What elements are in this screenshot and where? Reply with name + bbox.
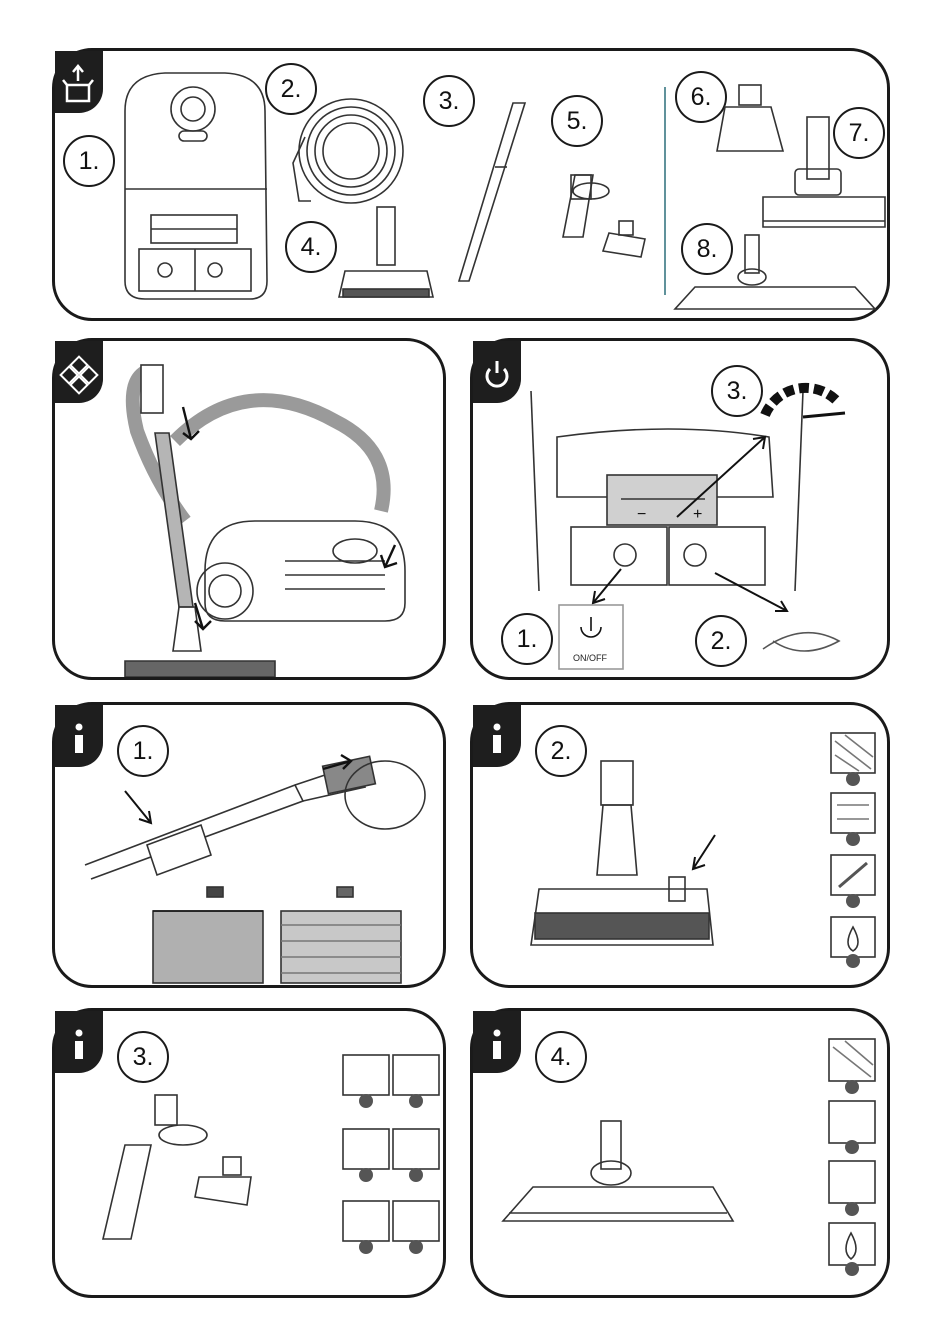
- small-nozzles-illustration: [55, 1011, 443, 1295]
- info1-panel: 1.: [52, 702, 446, 988]
- tube-illustration: [55, 705, 443, 985]
- turbo-nozzle-illustration: [473, 705, 887, 985]
- svg-text:−: −: [637, 506, 646, 523]
- info2-panel: 2.: [470, 702, 890, 988]
- info4-panel: 4.: [470, 1008, 890, 1298]
- assembly-panel: [52, 338, 446, 680]
- floor-nozzle-illustration: [473, 1011, 887, 1295]
- info3-panel: 3.: [52, 1008, 446, 1298]
- contents-panel: 1. 2. 3. 4. 5. 6. 7. 8.: [52, 48, 890, 321]
- control-panel-illustration: − +: [473, 341, 887, 677]
- contents-illustration: [55, 51, 887, 318]
- svg-text:+: +: [693, 506, 702, 523]
- operation-panel: 3. 1. 2. ON/OFF − +: [470, 338, 890, 680]
- assembly-illustration: [55, 341, 443, 677]
